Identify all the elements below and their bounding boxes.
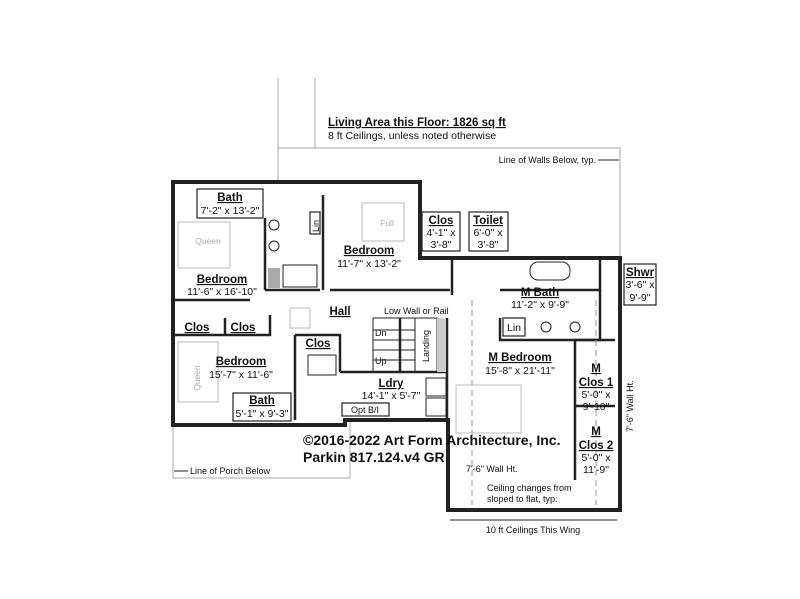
mbath-dim: 11'-2" x 9'-9"	[511, 299, 569, 311]
shwr-dim1: 3'-6" x	[625, 279, 655, 291]
toilet-dim1: 6'-0" x	[473, 227, 503, 239]
hall-name: Hall	[329, 306, 350, 318]
linen-closet	[309, 211, 321, 235]
mbedroom-name: M Bedroom	[488, 352, 551, 364]
clos-a-name: Clos	[185, 322, 210, 334]
mclos1-m: M	[591, 363, 601, 375]
mclos2-name: Clos 2	[579, 440, 614, 452]
living-area-title: Living Area this Floor: 1826 sq ft	[328, 117, 506, 129]
clos-b-name: Clos	[231, 322, 256, 334]
walls-below-note: Line of Walls Below, typ.	[499, 155, 596, 165]
bedroom1-dim: 11'-6" x 16'-10"	[187, 286, 257, 298]
shwr-dim2: 9'-9"	[630, 292, 651, 304]
ceiling-change-note-2: sloped to flat, typ.	[487, 494, 558, 504]
toilet-label-box	[468, 211, 509, 252]
porch-below-note: Line of Porch Below	[190, 466, 271, 476]
furniture	[177, 202, 581, 434]
shwr-label-box	[623, 263, 657, 306]
stairs-up-label: Up	[375, 356, 387, 366]
mbath-name: M Bath	[521, 287, 559, 299]
bath1-name: Bath	[217, 192, 243, 204]
bed-queen-label: Queen	[195, 236, 221, 246]
bed-queen-label-2: Queen	[192, 365, 202, 391]
exterior-walls	[171, 180, 622, 512]
opt-bi-label: Opt B/I	[351, 405, 379, 415]
plan-id: Parkin 817.124.v4 GR	[303, 449, 445, 465]
landing-label: Landing	[421, 330, 431, 362]
ten-ft-ceiling-note: 10 ft Ceilings This Wing	[486, 525, 580, 535]
clos-top-dim2: 3'-8"	[431, 239, 452, 251]
shwr-name: Shwr	[626, 267, 655, 279]
stairs-down-label: Dn	[375, 328, 387, 338]
wall-height-note-right: 7'-6" Wall Ht.	[625, 380, 635, 432]
bedroom3-name: Bedroom	[216, 356, 266, 368]
low-wall-note: Low Wall or Rail	[384, 306, 449, 316]
linen-label: Lin	[311, 220, 321, 232]
mclos1-dim2: 9'-10"	[583, 401, 610, 413]
mclos2-dim1: 5'-0" x	[581, 452, 611, 464]
toilet-dim2: 3'-8"	[478, 239, 499, 251]
opt-bi-box	[341, 402, 390, 417]
linen-label-2: Lin	[507, 322, 521, 334]
bedroom2-name: Bedroom	[344, 245, 394, 257]
clos-top-dim1: 4'-1" x	[426, 227, 456, 239]
wall-height-note: 7'-6" Wall Ht.	[466, 464, 518, 474]
bath1-label-box	[196, 188, 264, 219]
stairs[interactable]	[372, 317, 446, 373]
linen-closet-2	[502, 317, 526, 337]
mclos2-m: M	[591, 426, 601, 438]
interior-walls	[173, 195, 615, 480]
mclos1-name: Clos 1	[579, 377, 614, 389]
bath2-name: Bath	[249, 395, 275, 407]
ceiling-change-note-1: Ceiling changes from	[487, 483, 572, 493]
copyright-line: ©2016-2022 Art Form Architecture, Inc.	[303, 432, 560, 448]
toilet-name: Toilet	[473, 215, 503, 227]
mclos1-dim1: 5'-0" x	[581, 389, 611, 401]
bath2-label-box	[232, 392, 292, 422]
bath2-dim: 5'-1" x 9'-3"	[236, 408, 289, 420]
bath1-dim: 7'-2" x 13'-2"	[201, 205, 260, 217]
clos-top-label-box	[421, 211, 461, 252]
ceiling-note: 8 ft Ceilings, unless noted otherwise	[328, 130, 496, 142]
clos-top-name: Clos	[429, 215, 454, 227]
mbedroom-dim: 15'-8" x 21'-11"	[485, 365, 555, 377]
bed-full-label: Full	[380, 218, 394, 228]
bedroom3-dim: 15'-7" x 11'-6"	[209, 369, 273, 381]
ldry-name: Ldry	[379, 378, 405, 390]
bedroom1-name: Bedroom	[197, 274, 247, 286]
clos-c-name: Clos	[306, 338, 331, 350]
ldry-dim: 14'-1" x 5'-7"	[362, 390, 421, 402]
bedroom2-dim: 11'-7" x 13'-2"	[337, 258, 401, 270]
mclos2-dim2: 11'-9"	[583, 464, 609, 476]
lines-below	[172, 78, 621, 479]
